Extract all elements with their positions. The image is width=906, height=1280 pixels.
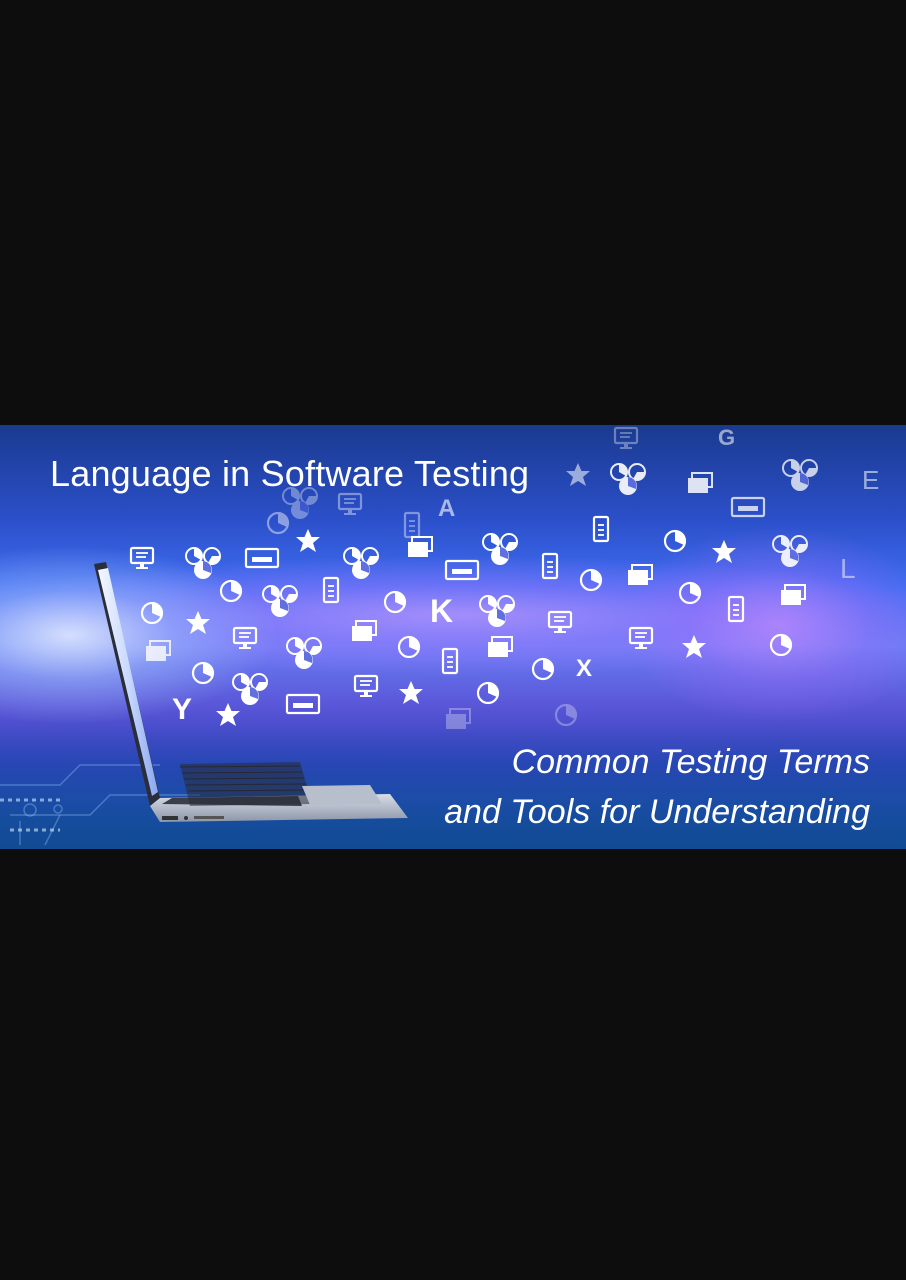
subtitle-line-1: Common Testing Terms (511, 743, 870, 781)
letter-e: E (862, 465, 880, 495)
letter-g: G (718, 425, 736, 450)
laptop-icon (94, 562, 408, 822)
letter-l: L (840, 553, 856, 584)
letter-k: K (430, 593, 454, 629)
subtitle-line-2: and Tools for Understanding (444, 793, 870, 831)
letter-y: Y (172, 693, 193, 726)
letter-x: X (576, 655, 593, 682)
banner-subtitle: Common Testing Terms and Tools for Under… (444, 737, 870, 837)
letter-a: A (438, 495, 456, 522)
hero-banner: Language in Software Testing (0, 425, 906, 849)
